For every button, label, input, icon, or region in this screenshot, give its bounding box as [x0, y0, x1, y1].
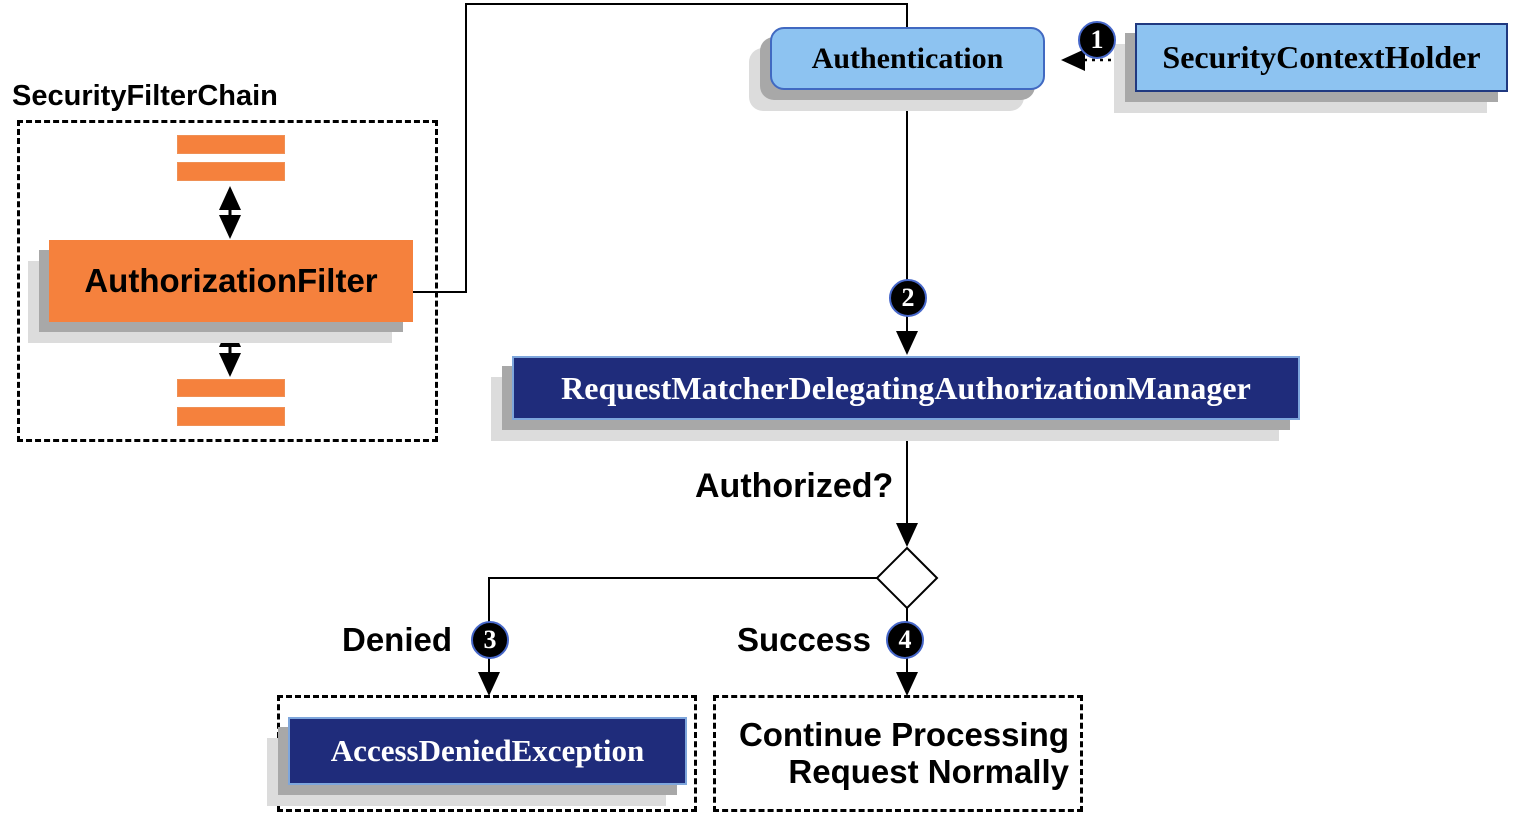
filter-placeholder-bar — [177, 162, 285, 181]
decision-diamond — [875, 546, 939, 610]
filter-to-manager-connector — [413, 3, 918, 355]
continue-processing-line2: Request Normally — [788, 752, 1069, 790]
authorized-question-label: Authorized? — [695, 467, 894, 505]
step-2-badge: 2 — [889, 279, 927, 317]
continue-processing-box — [713, 695, 1083, 812]
authorization-filter-node: AuthorizationFilter — [49, 240, 413, 322]
authentication-node: Authentication — [770, 27, 1045, 90]
success-label: Success — [737, 621, 871, 658]
security-context-holder-node: SecurityContextHolder — [1135, 23, 1508, 92]
continue-processing-node: Continue Processing Request Normally — [713, 695, 1083, 812]
access-denied-outer-box — [277, 695, 697, 812]
access-denied-exception-node: AccessDeniedException — [288, 717, 687, 785]
continue-processing-line1: Continue Processing — [738, 715, 1069, 753]
denied-label: Denied — [342, 621, 453, 658]
security-filter-chain-box — [17, 120, 438, 442]
step-4-badge: 4 — [886, 621, 924, 659]
filter-placeholder-bar — [177, 379, 285, 397]
filter-placeholder-bar — [177, 135, 285, 154]
step-3-badge: 3 — [471, 621, 509, 659]
filter-placeholder-bar — [177, 407, 285, 426]
security-filter-chain-title: SecurityFilterChain — [12, 80, 278, 112]
authorization-manager-node: RequestMatcherDelegatingAuthorizationMan… — [512, 356, 1300, 420]
step-1-badge: 1 — [1078, 21, 1116, 59]
